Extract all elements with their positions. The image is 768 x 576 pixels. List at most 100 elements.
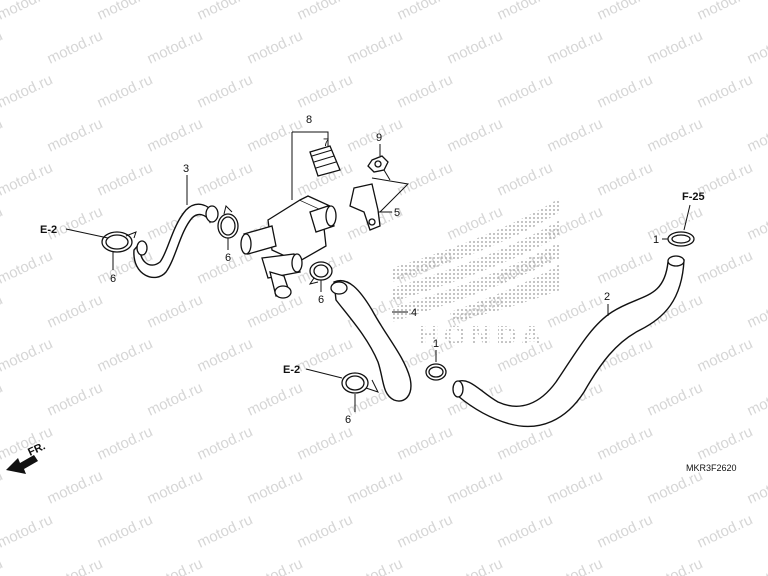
clamp-6-mid xyxy=(217,205,239,239)
callout-1-mid: 1 xyxy=(433,338,439,350)
watermark-text: motod.ru xyxy=(0,511,55,551)
watermark-text: motod.ru xyxy=(295,0,356,24)
callout-6-left: 6 xyxy=(110,273,116,285)
watermark-text: motod.ru xyxy=(695,247,756,287)
diagram-code: MKR3F2620 xyxy=(686,463,737,473)
watermark-text: motod.ru xyxy=(495,159,556,199)
watermark-text: motod.ru xyxy=(145,291,206,331)
watermark-text: motod.ru xyxy=(745,555,768,576)
watermark-text: motod.ru xyxy=(395,511,456,551)
watermark-text: motod.ru xyxy=(45,27,106,67)
hose-3 xyxy=(133,203,219,279)
watermark-text: motod.ru xyxy=(745,291,768,331)
hose-2 xyxy=(452,255,685,428)
callout-1-right: 1 xyxy=(653,234,659,246)
filter-7 xyxy=(309,145,341,177)
watermark-text: motod.ru xyxy=(0,203,5,243)
watermark-text: motod.ru xyxy=(695,335,756,375)
watermark-text: motod.ru xyxy=(395,159,456,199)
callout-3: 3 xyxy=(183,163,189,175)
watermark-text: motod.ru xyxy=(595,247,656,287)
watermark-text: motod.ru xyxy=(0,423,55,463)
watermark-text: motod.ru xyxy=(595,71,656,111)
callout-8: 8 xyxy=(306,114,312,126)
clamp-6-bottom xyxy=(341,372,379,394)
watermark-text: motod.ru xyxy=(345,27,406,67)
watermark-text: motod.ru xyxy=(195,0,256,24)
watermark-text: motod.ru xyxy=(0,335,55,375)
watermark-text: motod.ru xyxy=(445,27,506,67)
bracket-5 xyxy=(349,183,381,231)
watermark-text: motod.ru xyxy=(695,0,756,24)
watermark-text: motod.ru xyxy=(495,0,556,24)
watermark-text: motod.ru xyxy=(645,555,706,576)
clip-1-mid xyxy=(425,363,447,381)
watermark-text: motod.ru xyxy=(195,159,256,199)
watermark-text: motod.ru xyxy=(345,115,406,155)
watermark-text: motod.ru xyxy=(395,71,456,111)
watermark-text: motod.ru xyxy=(745,27,768,67)
watermark-text: motod.ru xyxy=(245,555,306,576)
callout-6-right: 6 xyxy=(318,294,324,306)
honda-logo-text: HONDA xyxy=(418,322,545,352)
watermark-text: motod.ru xyxy=(45,379,106,419)
watermark-text: motod.ru xyxy=(745,203,768,243)
watermark-text: motod.ru xyxy=(145,27,206,67)
callout-4: 4 xyxy=(411,307,417,319)
watermark-text: motod.ru xyxy=(545,467,606,507)
watermark-text: motod.ru xyxy=(395,0,456,24)
watermark-text: motod.ru xyxy=(595,159,656,199)
watermark-text: motod.ru xyxy=(495,511,556,551)
watermark-text: motod.ru xyxy=(0,555,5,576)
watermark-text: motod.ru xyxy=(595,0,656,24)
watermark-text: motod.ru xyxy=(745,379,768,419)
front-arrow xyxy=(6,455,38,474)
watermark-text: motod.ru xyxy=(95,335,156,375)
watermark-text: motod.ru xyxy=(345,555,406,576)
hose-4 xyxy=(330,279,412,402)
watermark-text: motod.ru xyxy=(95,71,156,111)
watermark-text: motod.ru xyxy=(145,467,206,507)
air-injection-valve xyxy=(240,195,337,299)
watermark-text: motod.ru xyxy=(245,467,306,507)
watermark-text: motod.ru xyxy=(445,555,506,576)
watermark-text: motod.ru xyxy=(145,555,206,576)
ref-f25: F-25 xyxy=(682,191,705,203)
watermark-text: motod.ru xyxy=(95,0,156,24)
watermark-text: motod.ru xyxy=(295,335,356,375)
callout-2: 2 xyxy=(604,291,610,303)
leader-lines xyxy=(65,131,691,412)
watermark-text: motod.ru xyxy=(645,467,706,507)
watermark-text: motod.ru xyxy=(545,27,606,67)
ref-e2-top: E-2 xyxy=(40,224,57,236)
clamp-6-left xyxy=(101,231,137,253)
watermark-text: motod.ru xyxy=(245,379,306,419)
watermark-text: motod.ru xyxy=(95,159,156,199)
watermark-text: motod.ru xyxy=(0,0,55,24)
bolt-9 xyxy=(367,155,391,181)
watermark-text: motod.ru xyxy=(495,71,556,111)
watermark-text: motod.ru xyxy=(0,71,55,111)
watermark-text: motod.ru xyxy=(245,115,306,155)
watermark-text: motod.ru xyxy=(595,511,656,551)
watermark-text: motod.ru xyxy=(295,71,356,111)
watermark-text: motod.ru xyxy=(95,511,156,551)
watermark-text: motod.ru xyxy=(195,71,256,111)
watermark-text: motod.ru xyxy=(195,511,256,551)
callout-6-mid: 6 xyxy=(225,252,231,264)
callout-9: 9 xyxy=(376,132,382,144)
watermark-text: motod.ru xyxy=(545,555,606,576)
watermark-text: motod.ru xyxy=(445,115,506,155)
watermark-text: motod.ru xyxy=(95,423,156,463)
callout-5: 5 xyxy=(394,207,400,219)
watermark-text: motod.ru xyxy=(545,115,606,155)
watermark-text: motod.ru xyxy=(0,467,5,507)
watermark-text: motod.ru xyxy=(645,115,706,155)
watermark-text: motod.ru xyxy=(0,159,55,199)
watermark-text: motod.ru xyxy=(495,423,556,463)
watermark-text: motod.ru xyxy=(0,291,5,331)
watermark-text: motod.ru xyxy=(345,467,406,507)
watermark-text: motod.ru xyxy=(595,423,656,463)
watermark-text: motod.ru xyxy=(0,247,55,287)
